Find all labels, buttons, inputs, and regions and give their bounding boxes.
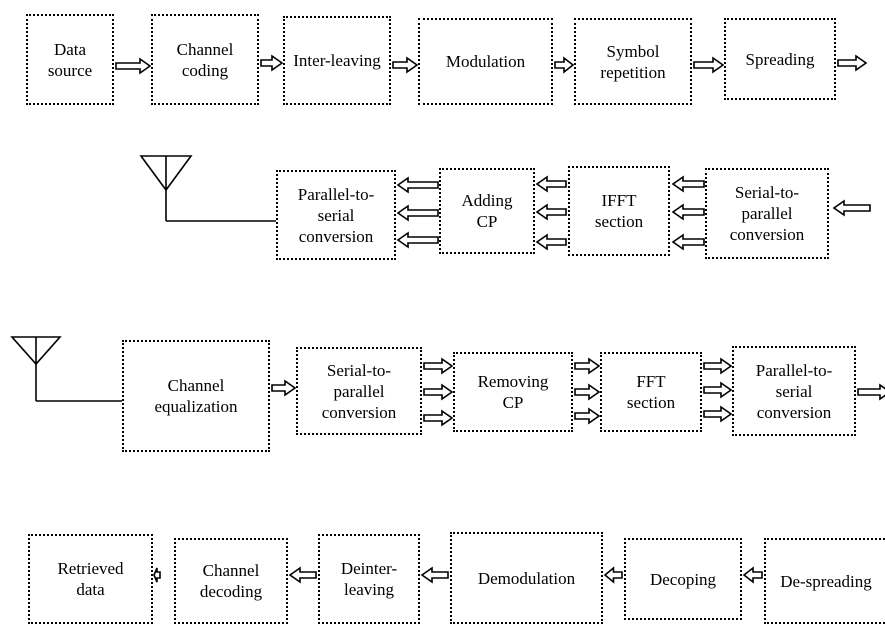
block-channel-coding: Channel coding bbox=[151, 14, 259, 105]
block-label: Deinter- leaving bbox=[340, 559, 398, 599]
block-spreading: Spreading bbox=[724, 18, 836, 100]
arrow-into-s2p bbox=[832, 199, 871, 217]
block-label: Demodulation bbox=[477, 568, 576, 588]
block-ifft-section: IFFT section bbox=[568, 166, 670, 256]
arrow-fft-to-p2s-2 bbox=[703, 381, 733, 399]
block-inter-leaving: Inter-leaving bbox=[283, 16, 391, 105]
block-channel-equalization: Channel equalization bbox=[122, 340, 270, 452]
arrow-cp-to-p2s-3 bbox=[396, 231, 439, 249]
block-de-spreading: De-spreading bbox=[764, 538, 885, 624]
block-label: Inter-leaving bbox=[293, 51, 381, 70]
block-label: Modulation bbox=[445, 52, 526, 71]
arrow-deinterleave-to-decoding bbox=[288, 566, 317, 584]
arrow-decoping-to-demod bbox=[603, 566, 623, 584]
arrow-s2p-to-ifft-1 bbox=[671, 175, 705, 193]
block-retrieved-data: Retrieved data bbox=[28, 534, 153, 624]
block-label: Decoping bbox=[649, 569, 717, 589]
block-label: Symbol repetition bbox=[600, 41, 666, 82]
block-adding-cp: Adding CP bbox=[439, 168, 535, 254]
arrow-cp-to-p2s-1 bbox=[396, 176, 439, 194]
arrow-fft-to-p2s-1 bbox=[703, 357, 733, 375]
block-parallel-to-serial-rx: Parallel-to- serial conversion bbox=[732, 346, 856, 436]
arrow-s2p-to-ifft-3 bbox=[671, 233, 705, 251]
block-label: Parallel-to- serial conversion bbox=[297, 184, 375, 246]
arrow-ifft-to-cp-2 bbox=[535, 203, 567, 221]
arrow-coding-to-interleaving bbox=[260, 54, 284, 72]
arrow-despreading-to-decoping bbox=[742, 566, 763, 584]
arrow-interleaving-to-modulation bbox=[392, 56, 419, 74]
block-label: FFT section bbox=[626, 372, 676, 412]
block-label: Channel coding bbox=[176, 39, 234, 80]
arrow-spreading-out bbox=[837, 54, 868, 72]
block-label: Channel equalization bbox=[154, 376, 238, 416]
block-serial-to-parallel-rx: Serial-to- parallel conversion bbox=[296, 347, 422, 435]
antenna-rx-icon bbox=[10, 336, 122, 402]
block-removing-cp: Removing CP bbox=[453, 352, 573, 432]
arrow-p2s-out bbox=[857, 383, 885, 401]
arrow-s2p-to-ifft-2 bbox=[671, 203, 705, 221]
arrow-s2p-to-removecp-1 bbox=[423, 357, 454, 375]
block-label: De-spreading bbox=[780, 571, 872, 591]
arrow-datasource-to-coding bbox=[115, 57, 152, 75]
block-channel-decoding: Channel decoding bbox=[174, 538, 288, 624]
block-fft-section: FFT section bbox=[600, 352, 702, 432]
arrow-into-retrieved bbox=[153, 567, 161, 583]
block-modulation: Modulation bbox=[418, 18, 553, 105]
block-label: IFFT section bbox=[594, 191, 644, 231]
arrow-cp-to-p2s-2 bbox=[396, 204, 439, 222]
arrow-s2p-to-removecp-3 bbox=[423, 409, 454, 427]
arrow-equalization-to-s2p bbox=[271, 379, 297, 397]
block-label: Data source bbox=[47, 39, 93, 80]
arrow-ifft-to-cp-1 bbox=[535, 175, 567, 193]
block-deinter-leaving: Deinter- leaving bbox=[318, 534, 420, 624]
antenna-tx-icon bbox=[139, 155, 276, 222]
arrow-removecp-to-fft-2 bbox=[574, 383, 601, 401]
arrow-removecp-to-fft-1 bbox=[574, 357, 601, 375]
block-label: Parallel-to- serial conversion bbox=[755, 360, 833, 422]
block-label: Serial-to- parallel conversion bbox=[321, 360, 397, 422]
block-label: Removing CP bbox=[477, 372, 549, 412]
block-serial-to-parallel-tx: Serial-to- parallel conversion bbox=[705, 168, 829, 259]
block-data-source: Data source bbox=[26, 14, 114, 105]
block-label: Retrieved data bbox=[57, 559, 124, 599]
arrow-removecp-to-fft-3 bbox=[574, 407, 601, 425]
arrow-s2p-to-removecp-2 bbox=[423, 383, 454, 401]
block-label: Adding CP bbox=[461, 191, 513, 231]
arrow-fft-to-p2s-3 bbox=[703, 405, 733, 423]
arrow-ifft-to-cp-3 bbox=[535, 233, 567, 251]
block-label: Serial-to- parallel conversion bbox=[729, 183, 805, 244]
block-parallel-to-serial-tx: Parallel-to- serial conversion bbox=[276, 170, 396, 260]
arrow-repetition-to-spreading bbox=[693, 56, 725, 74]
arrow-modulation-to-repetition bbox=[554, 56, 575, 74]
arrow-demod-to-deinterleave bbox=[420, 566, 449, 584]
block-symbol-repetition: Symbol repetition bbox=[574, 18, 692, 105]
block-label: Channel decoding bbox=[199, 561, 263, 601]
block-label: Spreading bbox=[745, 49, 815, 69]
